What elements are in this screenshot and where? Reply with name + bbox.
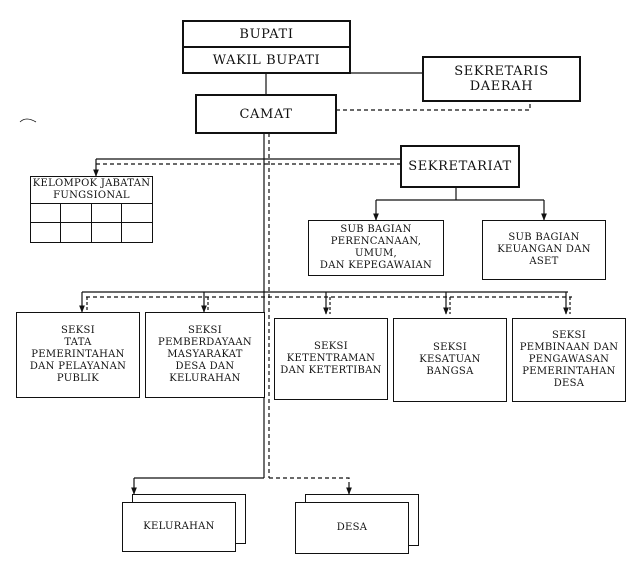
subbag-perencanaan-box: SUB BAGIAN PERENCANAAN, UMUM, DAN KEPEGA… bbox=[308, 220, 444, 276]
subbag-keuangan-label: SUB BAGIAN KEUANGAN DAN ASET bbox=[497, 232, 591, 267]
sekretariat-label: SEKRETARIAT bbox=[408, 159, 512, 174]
line-to-desa bbox=[269, 477, 350, 494]
seksi-ketentraman-label: SEKSI KETENTRAMAN DAN KETERTIBAN bbox=[280, 341, 382, 376]
grid-cell bbox=[91, 203, 122, 223]
bupati-box: BUPATI bbox=[182, 20, 351, 48]
sekretaris-daerah-label: SEKRETARIS DAERAH bbox=[454, 64, 549, 94]
seksi-kesatuan-bangsa-label: SEKSI KESATUAN BANGSA bbox=[419, 342, 481, 377]
subbag-perencanaan-label: SUB BAGIAN PERENCANAAN, UMUM, DAN KEPEGA… bbox=[319, 224, 433, 271]
sekretaris-daerah-box: SEKRETARIS DAERAH bbox=[422, 56, 581, 102]
seksi-pemberdayaan-box: SEKSI PEMBERDAYAAN MASYARAKAT DESA DAN K… bbox=[145, 312, 265, 398]
seksi-pembinaan-box: SEKSI PEMBINAAN DAN PENGAWASAN PEMERINTA… bbox=[512, 318, 626, 402]
line-camat-sekda bbox=[336, 100, 531, 111]
kelompok-jabatan-grid bbox=[30, 203, 153, 243]
kelurahan-label: KELURAHAN bbox=[143, 521, 215, 532]
sekretariat-box: SEKRETARIAT bbox=[400, 145, 520, 188]
desa-label: DESA bbox=[336, 522, 368, 533]
grid-cell bbox=[31, 222, 62, 242]
wakil-bupati-label: WAKIL BUPATI bbox=[212, 52, 321, 68]
kelurahan-box: KELURAHAN bbox=[122, 502, 236, 552]
bupati-label: BUPATI bbox=[239, 26, 294, 42]
grid-cell bbox=[122, 223, 152, 243]
kelompok-jabatan-fungsional-box: KELOMPOK JABATAN FUNGSIONAL bbox=[30, 176, 153, 204]
desa-box: DESA bbox=[295, 502, 409, 554]
seksi-kesatuan-bangsa-box: SEKSI KESATUAN BANGSA bbox=[393, 318, 507, 402]
seksi-tata-pemerintahan-box: SEKSI TATA PEMERINTAHAN DAN PELAYANAN PU… bbox=[16, 312, 140, 398]
scan-mark bbox=[19, 118, 37, 123]
seksi-ketentraman-box: SEKSI KETENTRAMAN DAN KETERTIBAN bbox=[274, 318, 388, 400]
grid-cell bbox=[92, 222, 122, 242]
subbag-keuangan-box: SUB BAGIAN KEUANGAN DAN ASET bbox=[482, 220, 606, 280]
grid-cell bbox=[121, 203, 152, 223]
grid-cell bbox=[61, 222, 92, 242]
seksi-pemberdayaan-label: SEKSI PEMBERDAYAAN MASYARAKAT DESA DAN K… bbox=[158, 325, 252, 384]
grid-cell bbox=[61, 203, 92, 223]
grid-cell bbox=[31, 203, 62, 223]
camat-box: CAMAT bbox=[195, 94, 337, 134]
seksi-tata-pemerintahan-label: SEKSI TATA PEMERINTAHAN DAN PELAYANAN PU… bbox=[29, 325, 127, 384]
camat-label: CAMAT bbox=[239, 106, 293, 122]
wakil-bupati-box: WAKIL BUPATI bbox=[182, 46, 351, 74]
seksi-pembinaan-label: SEKSI PEMBINAAN DAN PENGAWASAN PEMERINTA… bbox=[519, 330, 619, 389]
kelompok-jabatan-fungsional-label: KELOMPOK JABATAN FUNGSIONAL bbox=[32, 178, 151, 201]
